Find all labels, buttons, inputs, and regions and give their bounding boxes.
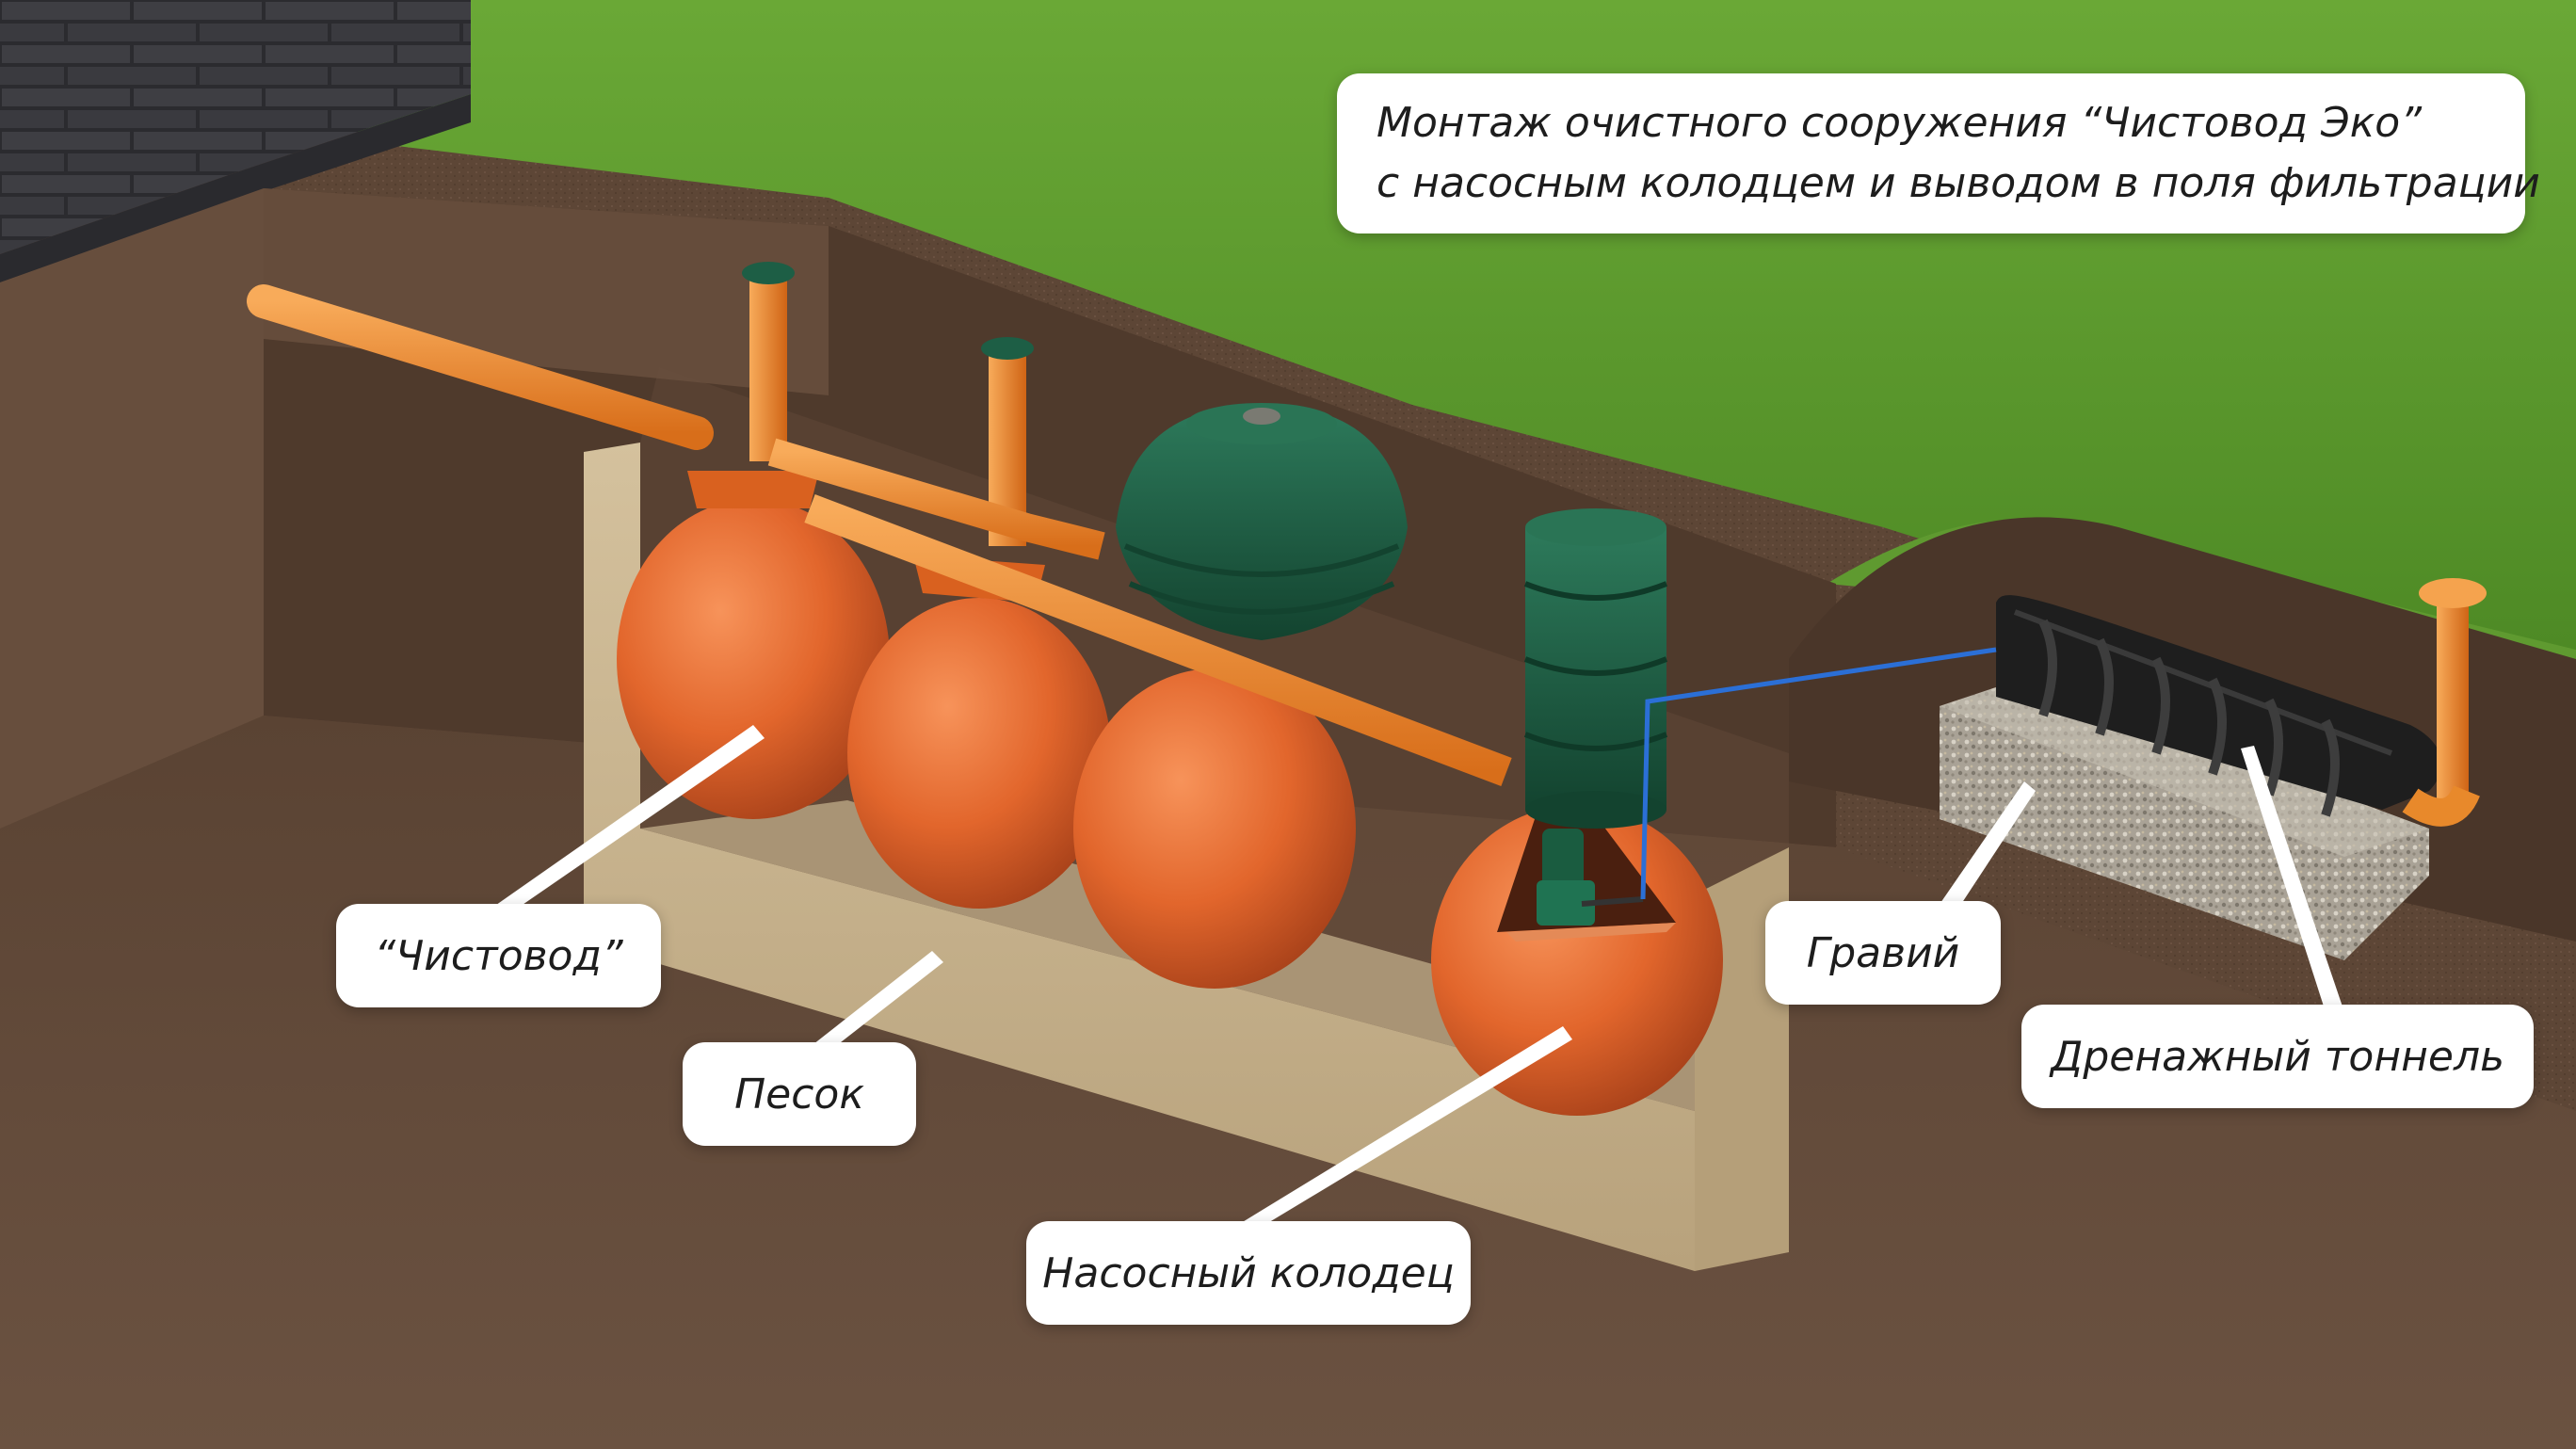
riser-pipe-1 — [749, 273, 787, 461]
tank-1 — [617, 471, 890, 819]
title-line-1: Монтаж очистного сооружения “Чистовод Эк… — [1377, 99, 2423, 147]
leader-lines — [471, 725, 2344, 1238]
title-line-2: с насосным колодцем и выводом в поля фил… — [1377, 159, 2540, 207]
label-pump-well: Насосный колодец — [1026, 1221, 1471, 1325]
tank-3 — [1073, 668, 1356, 989]
label-drainage-tunnel: Дренажный тоннель — [2021, 1005, 2534, 1108]
brick-wall — [0, 0, 471, 254]
title-callout: Монтаж очистного сооружения “Чистовод Эк… — [1337, 73, 2540, 233]
drainage-tunnel — [1996, 595, 2442, 817]
label-chistovod: “Чистовод” — [336, 904, 661, 1007]
label-gravel: Гравий — [1765, 901, 2001, 1005]
tank-lid — [1116, 403, 1408, 640]
pump-well-riser — [1523, 508, 1668, 829]
inlet-pipe — [247, 284, 714, 450]
pressure-hose — [1640, 647, 1997, 900]
sand-bed — [584, 443, 1695, 1271]
tank-pump-well — [1431, 791, 1723, 1116]
label-sand: Песок — [683, 1042, 916, 1146]
